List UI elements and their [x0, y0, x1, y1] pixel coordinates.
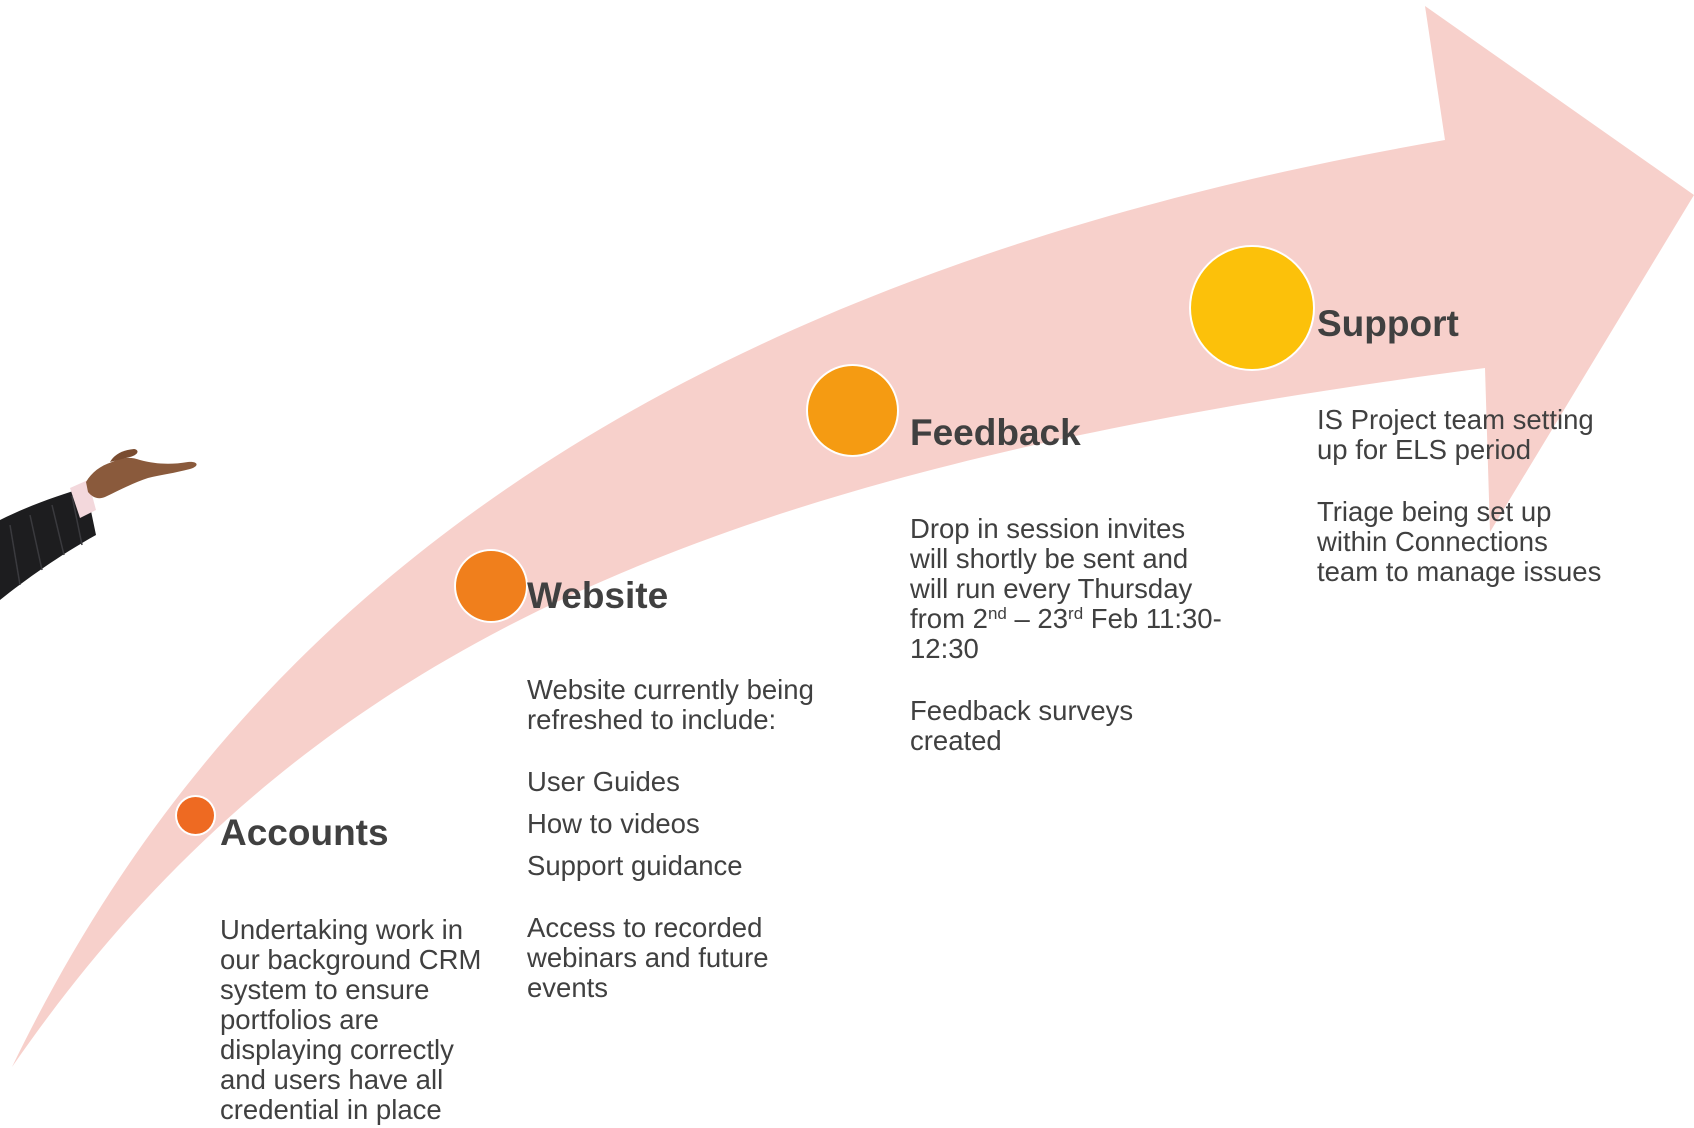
website-body: Website currently being refreshed to inc… [527, 675, 847, 1003]
website-title: Website [527, 575, 669, 616]
feedback-circle [808, 366, 897, 455]
website-circle [456, 551, 526, 621]
feedback-sup: rd [1068, 604, 1084, 623]
accounts-circle [177, 797, 214, 834]
sleeve-stripes [9, 495, 83, 586]
feedback-text-part: Feb 11:30-12:30 [910, 603, 1222, 664]
support-title: Support [1317, 303, 1459, 344]
support-circle [1191, 247, 1313, 369]
feedback-body: Drop in session invites will shortly be … [910, 514, 1230, 756]
accounts-text: Undertaking work in our background CRM s… [220, 914, 482, 1125]
website-item: User Guides [527, 766, 680, 797]
website-intro: Website currently being refreshed to inc… [527, 674, 814, 735]
feedback-sup: nd [987, 604, 1007, 623]
feedback-title: Feedback [910, 412, 1081, 453]
feedback-text-part: Drop in session invites will shortly be … [910, 513, 1193, 634]
feedback-text-2: Feedback surveys created [910, 695, 1134, 756]
presenting-hand-icon [0, 449, 197, 600]
support-text-2: Triage being set up within Connections t… [1317, 496, 1602, 587]
website-outro: Access to recorded webinars and future e… [527, 912, 769, 1003]
support-body: IS Project team setting up for ELS perio… [1317, 405, 1607, 587]
thumb [110, 449, 138, 462]
feedback-text: Drop in session invites will shortly be … [910, 514, 1230, 664]
accounts-title: Accounts [220, 812, 389, 853]
website-item: Support guidance [527, 850, 743, 881]
support-text: IS Project team setting up for ELS perio… [1317, 404, 1594, 465]
feedback-text-part: – 23 [1006, 603, 1069, 634]
hand [86, 457, 197, 499]
accounts-body: Undertaking work in our background CRM s… [220, 915, 500, 1125]
sleeve [0, 487, 96, 600]
website-item: How to videos [527, 808, 700, 839]
